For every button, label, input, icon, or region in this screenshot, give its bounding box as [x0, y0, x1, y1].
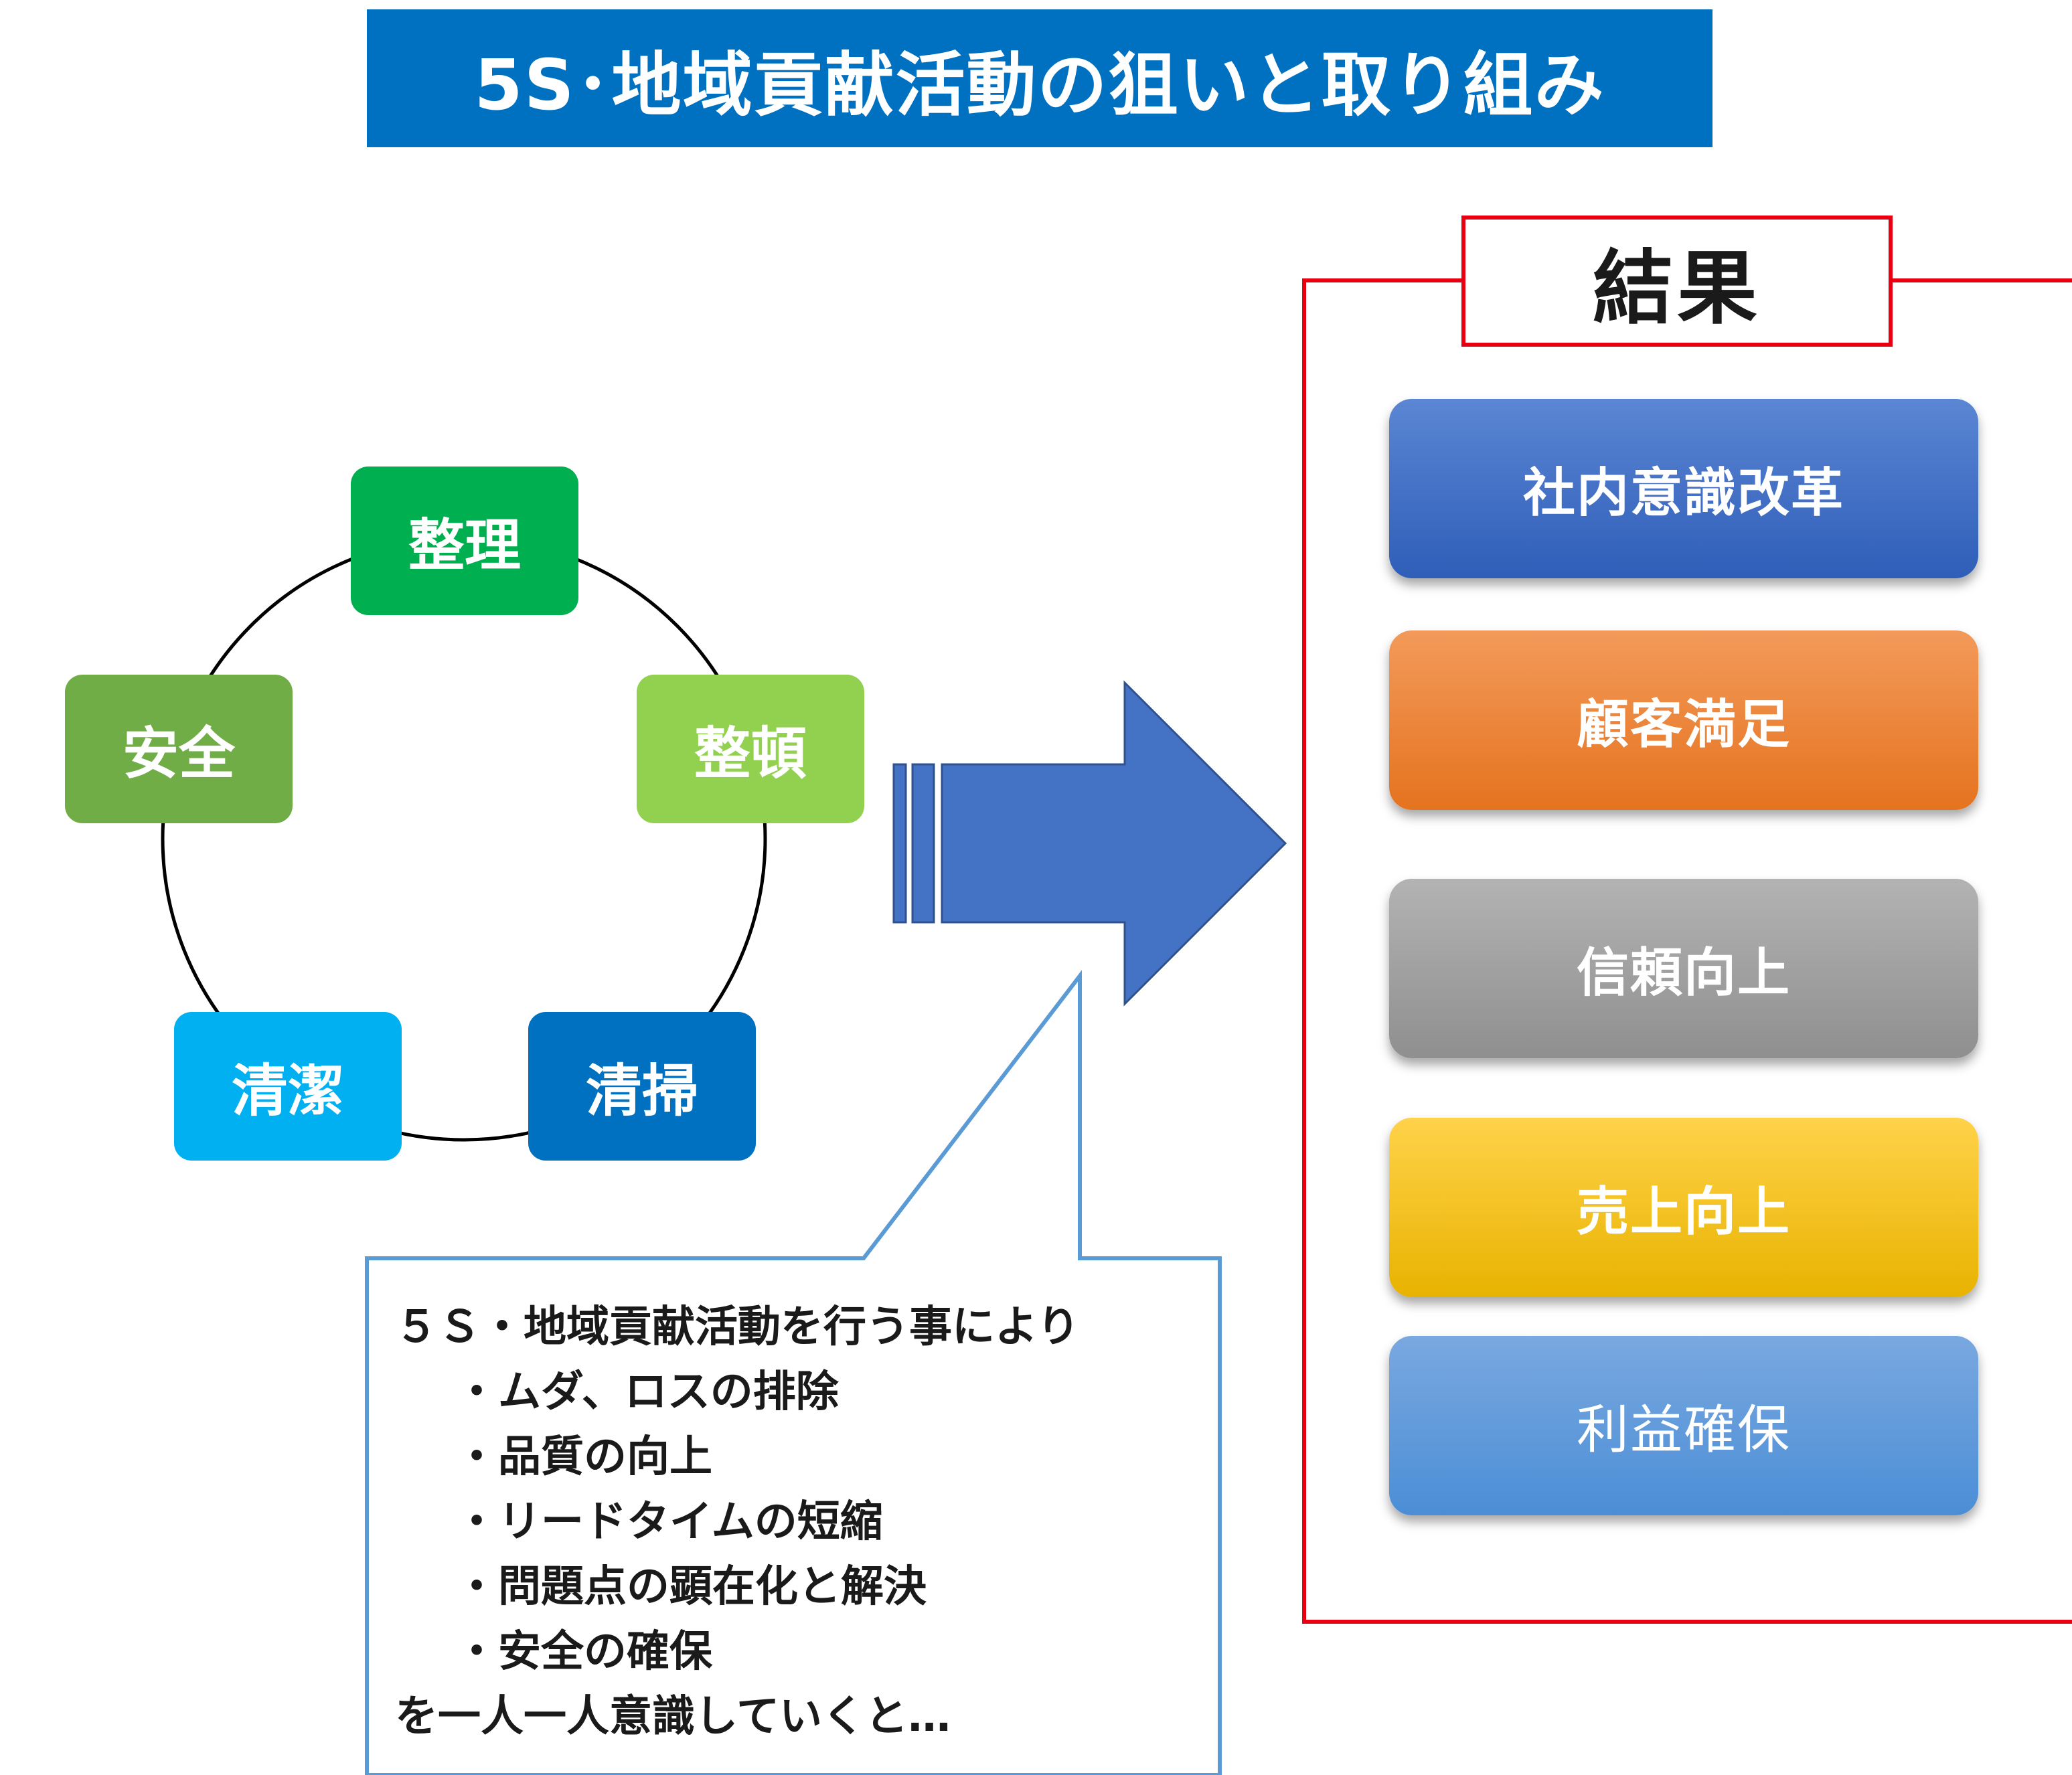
callout-item: ・問題点の顕在化と解決: [455, 1562, 927, 1612]
big-arrow: [892, 680, 1287, 1007]
page-title: 5S･地域貢献活動の狙いと取り組み: [367, 9, 1712, 147]
result-item: 売上向上: [1389, 1118, 1978, 1297]
arrow-body: [941, 680, 1287, 1007]
callout-item: ・安全の確保: [455, 1627, 712, 1677]
results-label: 結果: [1461, 216, 1893, 347]
arrow-stripe-2: [911, 763, 935, 924]
result-item: 信頼向上: [1389, 879, 1978, 1058]
cycle-node-seiketsu: 清潔: [174, 1012, 402, 1161]
callout-line-1: ５Ｓ・地域貢献活動を行う事により: [395, 1302, 1080, 1352]
result-item: 顧客満足: [1389, 630, 1978, 810]
result-item: 社内意識改革: [1389, 399, 1978, 578]
arrow-stripe-1: [892, 763, 907, 924]
callout-bubble: [365, 970, 1222, 1775]
cycle-node-seiri: 整理: [351, 467, 578, 615]
callout-item: ・ムダ、ロスの排除: [455, 1367, 839, 1417]
callout-last-line: を一人一人意識していくと…: [395, 1692, 951, 1742]
cycle-node-seisou: 清掃: [528, 1012, 756, 1161]
cycle-node-anzen: 安全: [65, 675, 293, 823]
callout-item: ・品質の向上: [455, 1432, 712, 1482]
callout-item: ・リードタイムの短縮: [455, 1497, 883, 1547]
callout-text: ５Ｓ・地域貢献活動を行う事により ・ムダ、ロスの排除 ・品質の向上 ・リードタイ…: [395, 1295, 1198, 1750]
cycle-node-seiton: 整頓: [637, 675, 864, 823]
result-item: 利益確保: [1389, 1336, 1978, 1515]
